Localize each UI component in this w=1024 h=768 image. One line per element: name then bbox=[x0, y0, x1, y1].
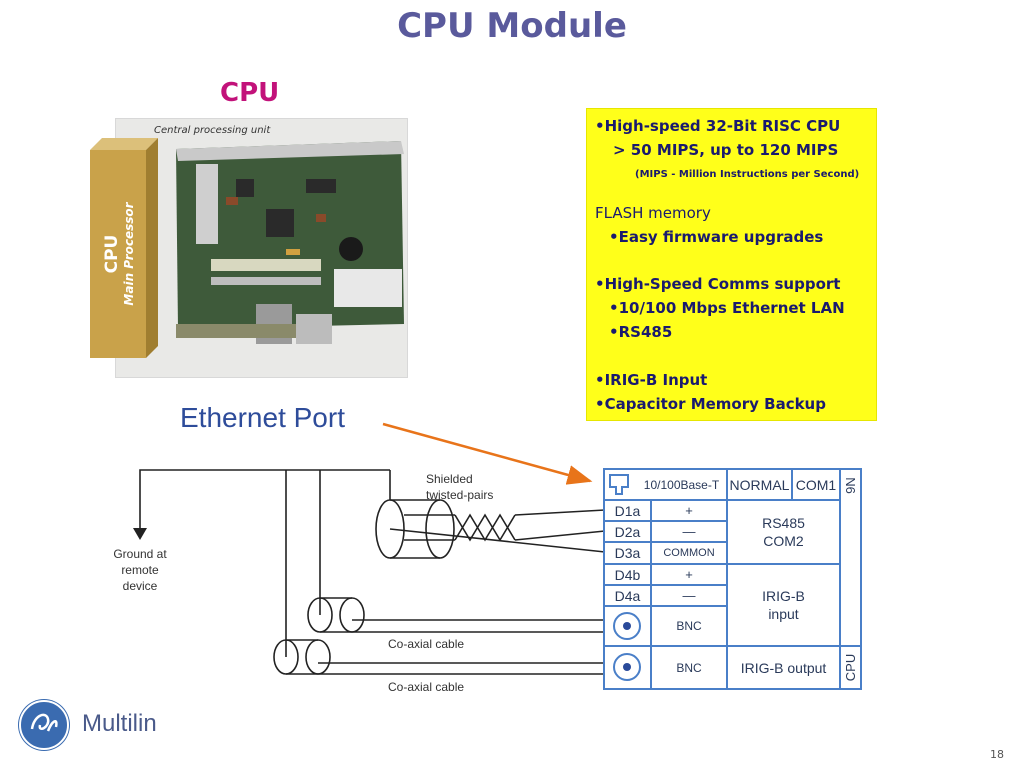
ethernet-pointer-arrow bbox=[382, 422, 593, 485]
feature-line: •10/100 Mbps Ethernet LAN bbox=[609, 299, 845, 317]
ethernet-port-label: Ethernet Port bbox=[180, 402, 345, 433]
feature-line: > 50 MIPS, up to 120 MIPS bbox=[613, 141, 839, 159]
feature-line: •Capacitor Memory Backup bbox=[595, 395, 826, 413]
signal-label: — bbox=[682, 588, 696, 603]
ground-label: Ground at remote device bbox=[113, 547, 167, 593]
coax-label-1: Co-axial cable bbox=[388, 637, 465, 651]
ge-logo-icon bbox=[18, 699, 70, 751]
com1-label: COM1 bbox=[795, 477, 837, 493]
feature-line: •IRIG-B Input bbox=[595, 371, 708, 389]
logo-text: Multilin bbox=[82, 710, 157, 737]
irig-output-label: IRIG-B output bbox=[740, 659, 827, 676]
feature-line: FLASH memory bbox=[595, 204, 711, 222]
terminal-block bbox=[603, 468, 862, 690]
signal-label: COMMON bbox=[663, 547, 715, 559]
page-number: 18 bbox=[990, 748, 1004, 761]
feature-line: •RS485 bbox=[609, 323, 673, 341]
slide-title: CPU Module bbox=[397, 6, 627, 46]
pin-label: D2a bbox=[614, 523, 641, 540]
signal-label: + bbox=[685, 503, 693, 518]
shielded-pairs-label: Shielded twisted-pairs bbox=[426, 472, 494, 502]
port-type-label: 10/100Base-T bbox=[643, 478, 720, 492]
rs485-group-label: RS485 COM2 bbox=[762, 515, 805, 549]
irig-input-group-label: IRIG-B input bbox=[762, 588, 805, 622]
signal-label: — bbox=[682, 524, 696, 539]
circuit-board-image bbox=[176, 141, 404, 344]
bnc-label-1: BNC bbox=[676, 619, 702, 633]
feature-line: •High-Speed Comms support bbox=[595, 275, 841, 293]
pin-label: D4a bbox=[614, 587, 641, 604]
pin-label: D3a bbox=[614, 545, 641, 561]
pin-label: D1a bbox=[614, 502, 641, 519]
ground-arrow bbox=[133, 528, 147, 540]
feature-line: •Easy firmware upgrades bbox=[609, 228, 824, 246]
feature-note: (MIPS - Million Instructions per Second) bbox=[635, 169, 860, 180]
slot-bottom-label: CPU bbox=[843, 653, 859, 682]
photo-caption: Central processing unit bbox=[154, 125, 271, 136]
cpu-heading: CPU bbox=[220, 78, 280, 108]
normal-label: NORMAL bbox=[729, 477, 790, 493]
bnc-label-2: BNC bbox=[676, 660, 702, 675]
cpu-block-shape bbox=[90, 138, 158, 358]
feature-line: •High-speed 32-Bit RISC CPU bbox=[595, 117, 841, 135]
slot-top-label: N6 bbox=[843, 476, 858, 494]
cpu-board-photo: Central processing unit bbox=[115, 118, 408, 378]
pin-label: D4b bbox=[614, 566, 641, 583]
features-box: •High-speed 32-Bit RISC CPU > 50 MIPS, u… bbox=[586, 108, 877, 421]
signal-label: + bbox=[685, 567, 693, 582]
coax-label-2: Co-axial cable bbox=[388, 680, 465, 694]
